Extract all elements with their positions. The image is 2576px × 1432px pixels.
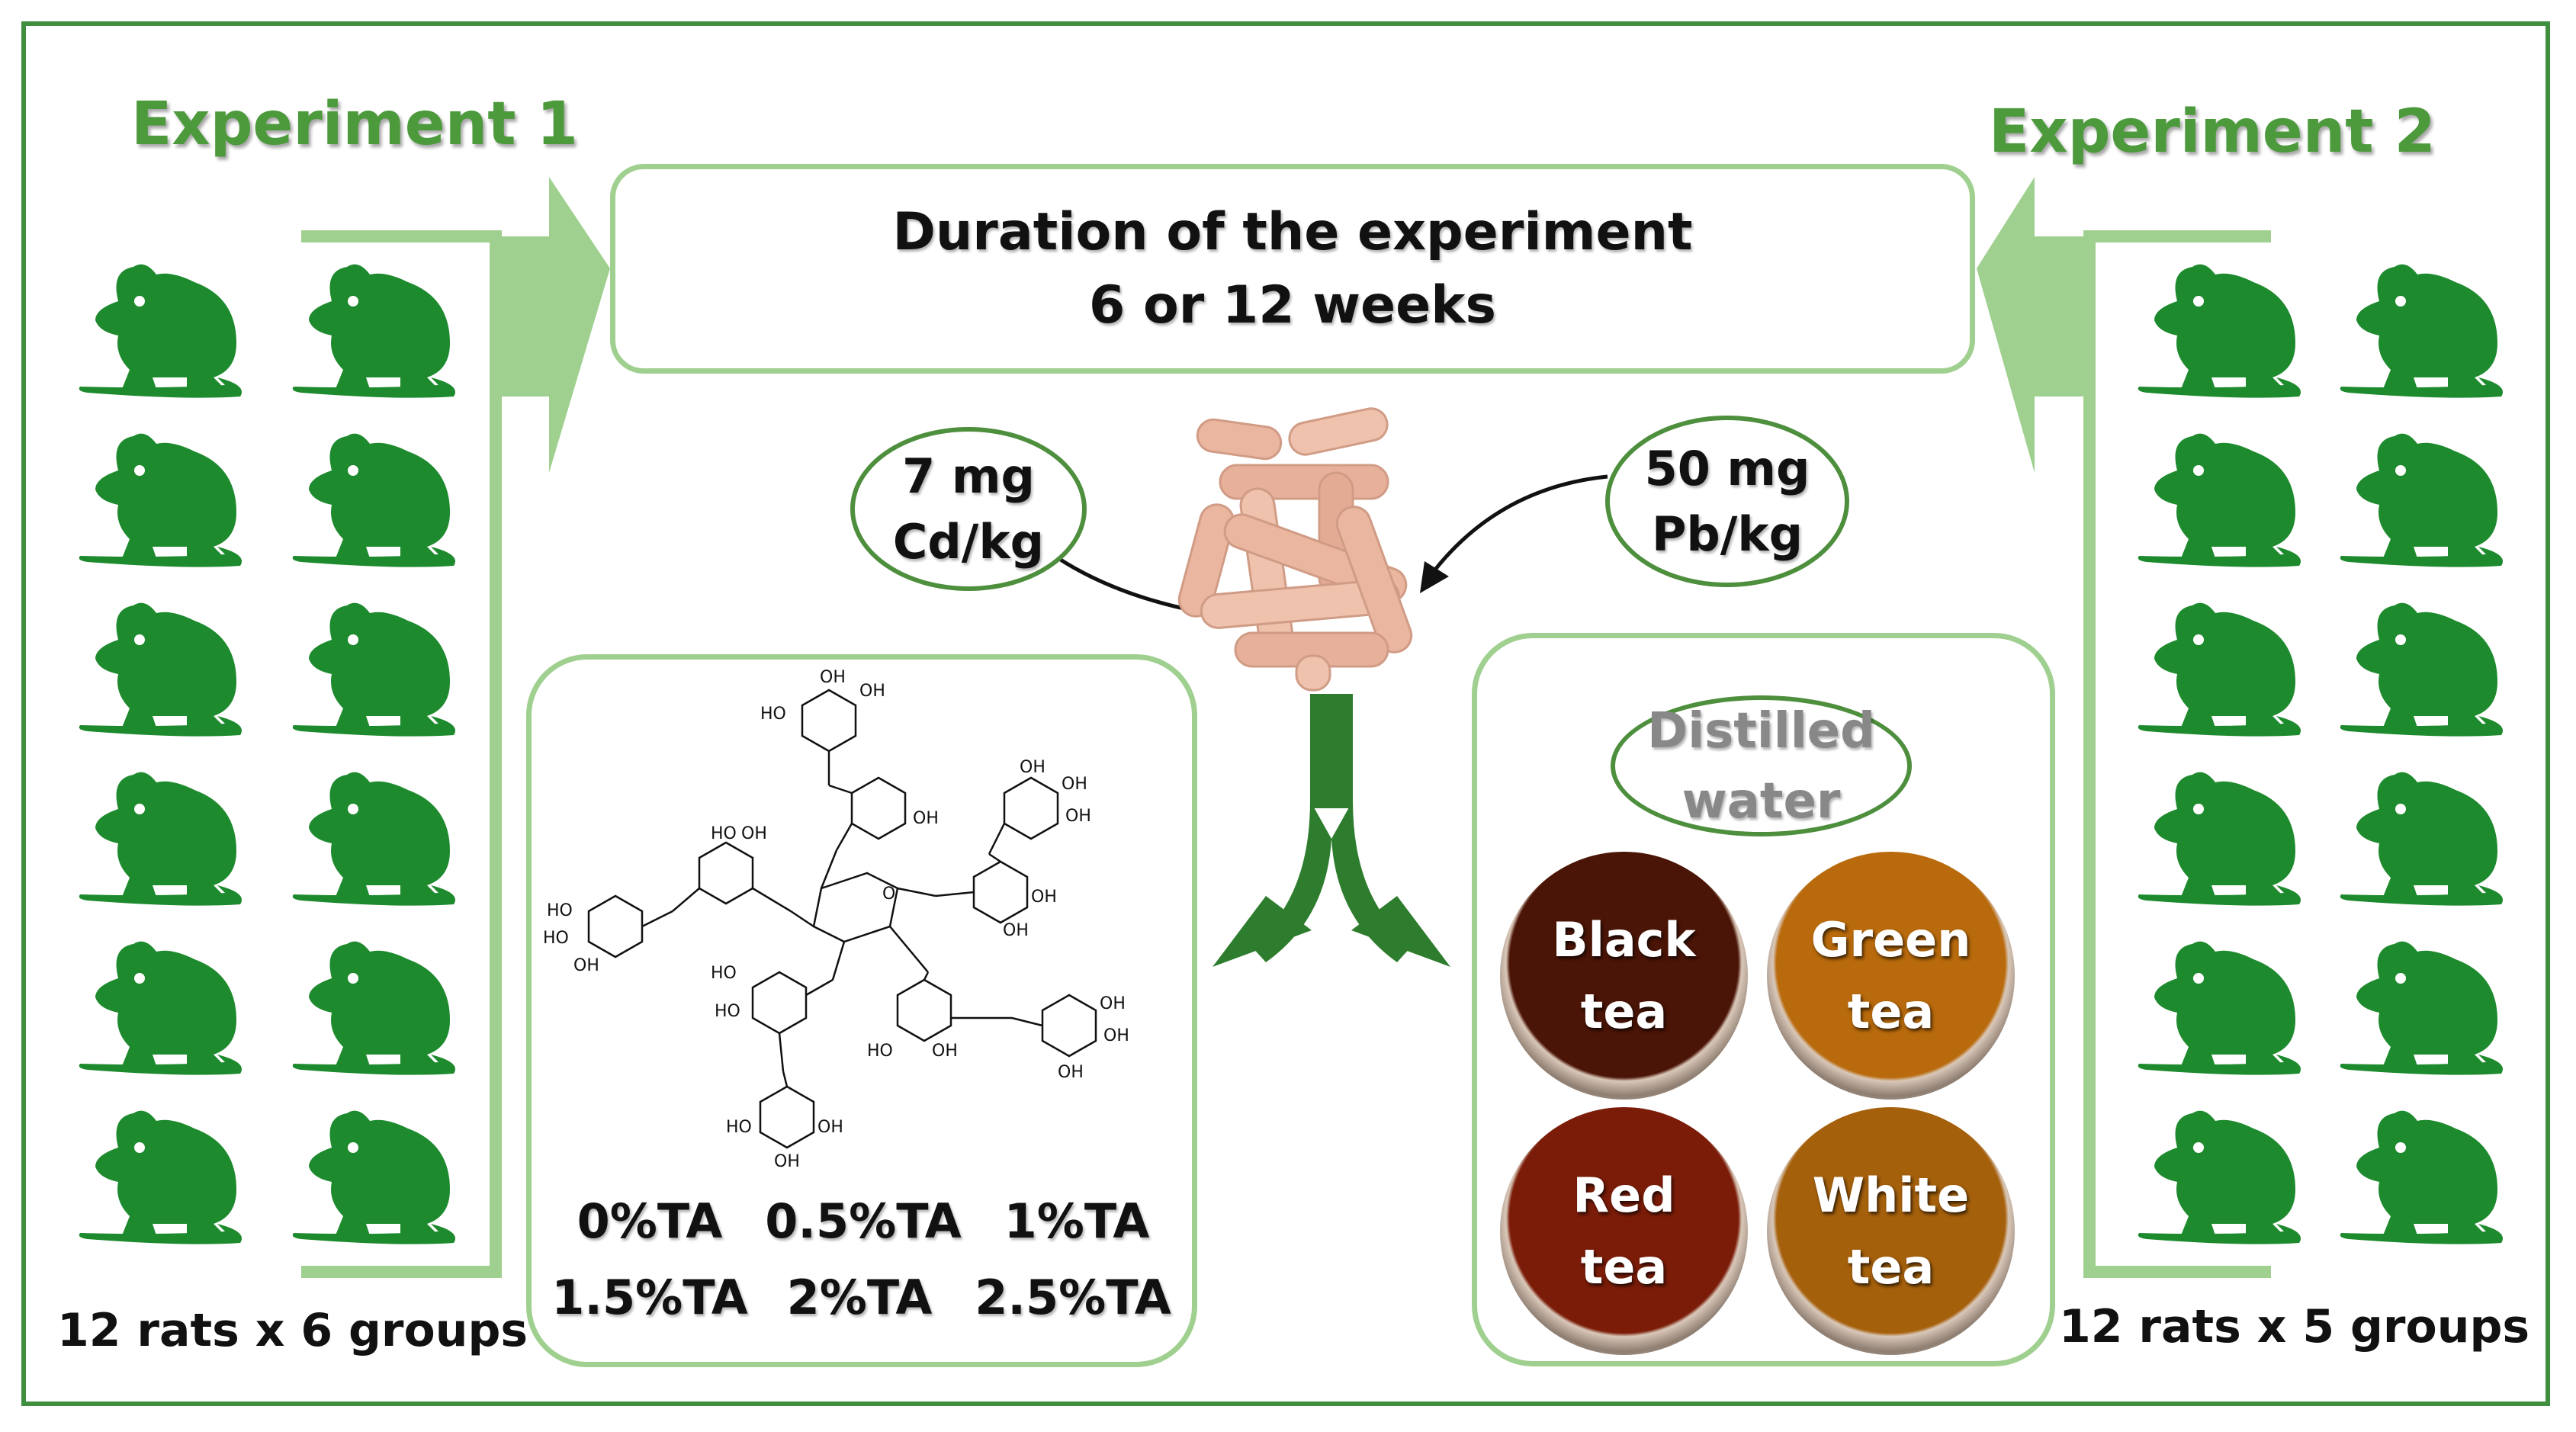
oh-label: OH: [1065, 807, 1091, 826]
experiment-2-title: Experiment 2: [1989, 98, 2436, 166]
oh-label: OH: [1058, 1063, 1084, 1082]
left-arrow: [496, 177, 610, 473]
ring-oxygen-label: O: [882, 885, 895, 904]
oh-label: OH: [932, 1042, 958, 1061]
oh-label: OH: [859, 682, 885, 701]
white-tea-line-1: White: [1812, 1167, 1970, 1223]
ta-dose-0: 0%TA: [577, 1193, 723, 1249]
lead-line-1: 50 mg: [1644, 440, 1810, 496]
oh-label: OH: [913, 809, 939, 828]
ta-dose-5: 2.5%TA: [975, 1270, 1171, 1325]
ho-label: HO: [547, 901, 573, 920]
black-tea-line-1: Black: [1552, 911, 1696, 968]
duration-line-1: Duration of the experiment: [892, 201, 1693, 262]
pellet-pile: [1177, 407, 1413, 692]
ho-label: HO: [543, 929, 569, 948]
ta-dose-2: 1%TA: [1004, 1193, 1150, 1249]
experiment-2-groups-label: 12 rats x 5 groups: [2059, 1300, 2530, 1353]
duration-box: Duration of the experiment 6 or 12 weeks: [610, 164, 1975, 374]
experiment-1-groups-label: 12 rats x 6 groups: [57, 1304, 528, 1357]
ho-label: HO: [726, 1118, 752, 1137]
tea-panel: Distilled water Black tea Green tea Red …: [1472, 633, 2055, 1366]
right-group-bracket: [2083, 230, 2271, 1278]
red-tea-line-1: Red: [1572, 1167, 1675, 1223]
oh-label: OH: [741, 824, 767, 843]
pb-arrowhead: [1420, 561, 1449, 593]
tannic-acid-structure: OH OH HO OH OH OH OH HO OH OH OH HO HO O…: [543, 668, 1129, 1171]
ta-dose-4: 2%TA: [786, 1270, 933, 1325]
ho-label: HO: [711, 824, 737, 843]
red-tea-line-2: tea: [1580, 1238, 1668, 1295]
distilled-water-oval: Distilled water: [1611, 695, 1912, 836]
oh-label: OH: [774, 1152, 800, 1171]
oh-label: OH: [1062, 775, 1087, 794]
split-arrow: [1213, 694, 1450, 967]
ta-dose-3: 1.5%TA: [551, 1270, 748, 1325]
pb-arrow: [1425, 474, 1608, 581]
oh-label: OH: [573, 956, 599, 975]
tannic-acid-panel: OH OH HO OH OH OH OH HO OH OH OH HO HO O…: [526, 654, 1197, 1367]
distilled-water-line-2: water: [1681, 772, 1841, 830]
ho-label: HO: [711, 964, 737, 983]
ho-label: HO: [760, 705, 786, 724]
red-tea-cup: Red tea: [1500, 1107, 1748, 1355]
green-tea-line-2: tea: [1847, 983, 1935, 1039]
figure-frame: [21, 21, 2550, 1406]
ta-dose-1: 0.5%TA: [765, 1193, 962, 1249]
oh-label: OH: [1031, 888, 1057, 907]
oh-label: OH: [820, 668, 846, 687]
cadmium-line-1: 7 mg: [902, 448, 1035, 504]
right-arrow: [1977, 177, 2089, 473]
lead-line-2: Pb/kg: [1651, 506, 1804, 562]
cadmium-line-2: Cd/kg: [892, 513, 1045, 570]
duration-line-2: 6 or 12 weeks: [1089, 275, 1496, 336]
left-group-bracket: [301, 230, 502, 1278]
ho-label: HO: [715, 1002, 740, 1021]
oh-label: OH: [1020, 758, 1045, 777]
ho-label: HO: [867, 1042, 893, 1061]
oh-label: OH: [1003, 921, 1029, 940]
black-tea-cup: Black tea: [1500, 852, 1748, 1100]
oh-label: OH: [817, 1118, 843, 1137]
black-tea-line-2: tea: [1580, 983, 1668, 1039]
oh-label: OH: [1100, 994, 1126, 1013]
white-tea-cup: White tea: [1767, 1107, 2015, 1355]
lead-oval: 50 mg Pb/kg: [1605, 416, 1849, 587]
distilled-water-line-1: Distilled: [1647, 702, 1875, 759]
cadmium-oval: 7 mg Cd/kg: [850, 427, 1087, 591]
experiment-1-title: Experiment 1: [131, 90, 578, 159]
white-tea-line-2: tea: [1847, 1238, 1935, 1295]
oh-label: OH: [1103, 1026, 1129, 1045]
green-tea-line-1: Green: [1810, 911, 1971, 968]
green-tea-cup: Green tea: [1767, 852, 2015, 1100]
